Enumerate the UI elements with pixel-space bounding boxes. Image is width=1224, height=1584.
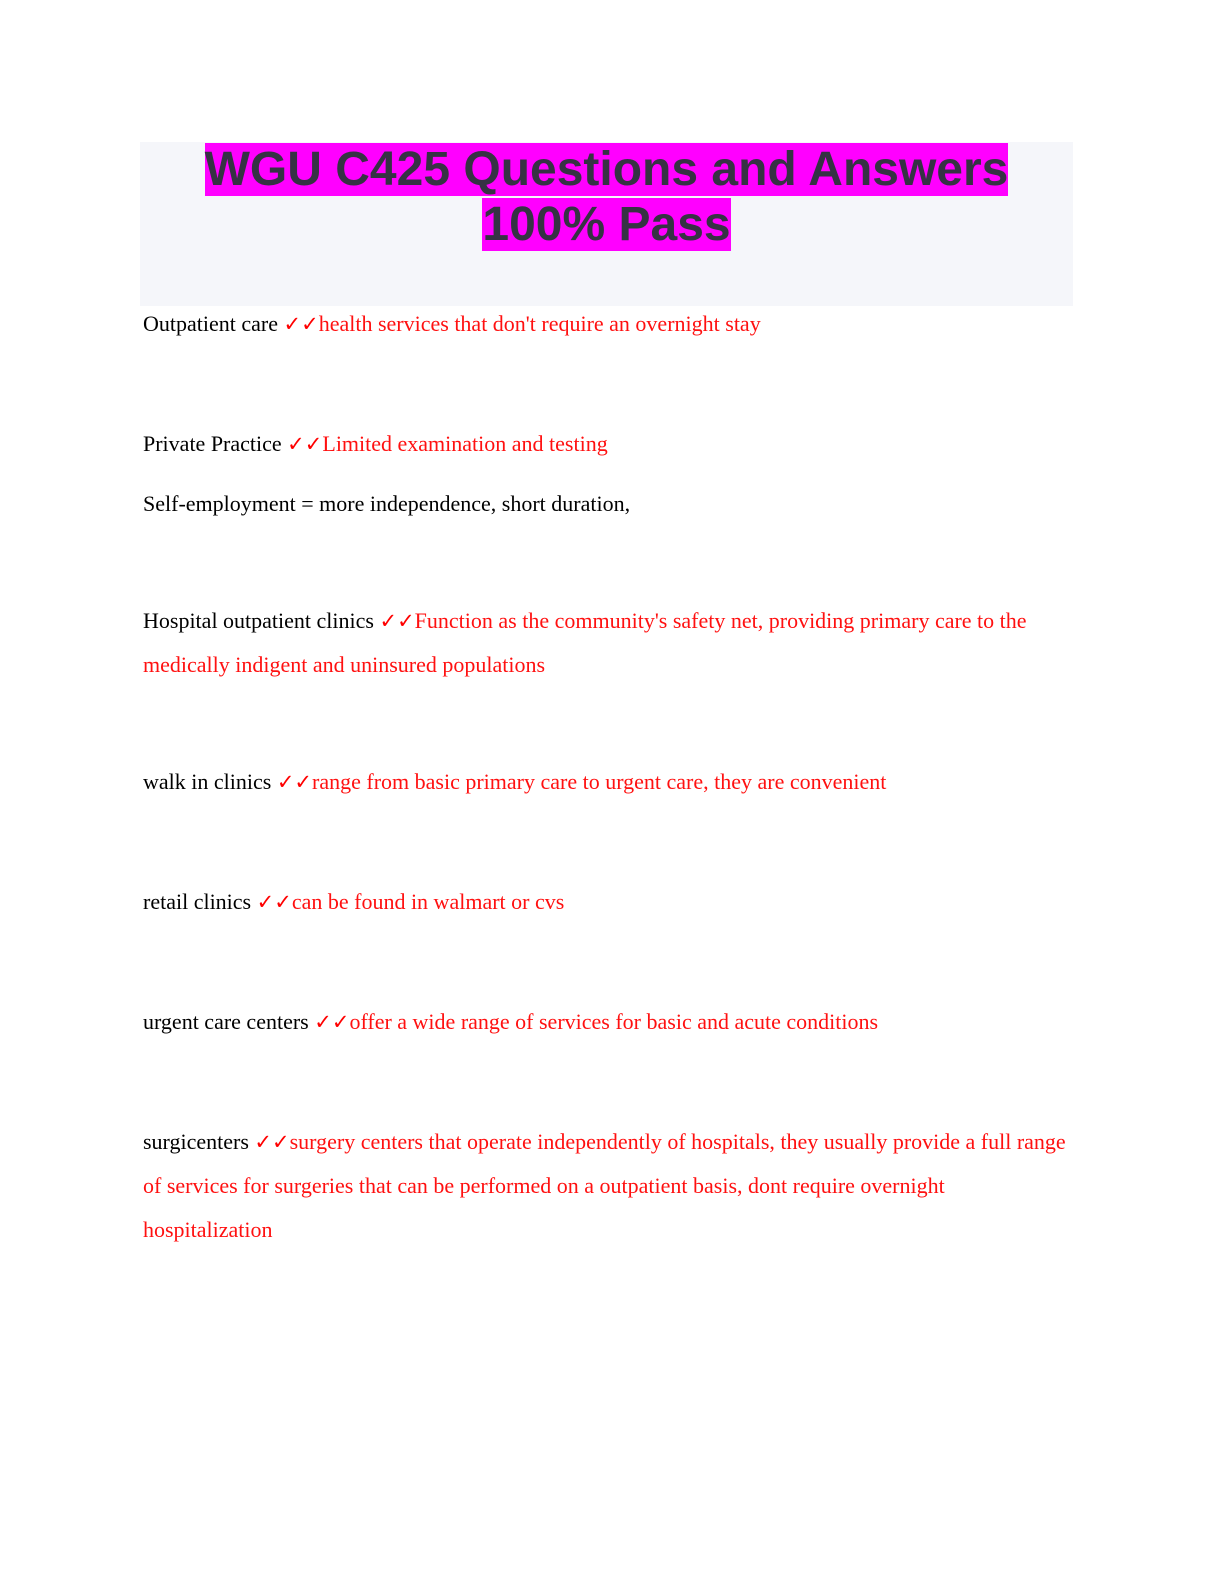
double-check-icon: ✓✓ [256, 890, 292, 914]
title-line-1: WGU C425 Questions and Answers [204, 143, 1009, 196]
entry-term: Private Practice [143, 431, 282, 456]
entry-answer: can be found in walmart or cvs [291, 889, 565, 914]
entry-term: urgent care centers [143, 1009, 309, 1034]
entry-answer: range from basic primary care to urgent … [312, 769, 887, 794]
title-line-2: 100% Pass [482, 198, 731, 251]
entry-note: Self-employment = more independence, sho… [143, 491, 631, 516]
qa-entry-private-practice: Private Practice ✓✓Limited examination a… [143, 422, 1073, 466]
entry-answer: offer a wide range of services for basic… [349, 1009, 879, 1034]
qa-entry-urgent-care-centers: urgent care centers ✓✓offer a wide range… [143, 1000, 1073, 1044]
entry-term: Outpatient care [143, 311, 278, 336]
entry-answer: Limited examination and testing [322, 431, 608, 456]
entry-term: Hospital outpatient clinics [143, 608, 374, 633]
entry-term: surgicenters [143, 1129, 249, 1154]
double-check-icon: ✓✓ [314, 1010, 350, 1034]
note-self-employment: Self-employment = more independence, sho… [143, 482, 1073, 526]
entry-answer: surgery centers that operate independent… [143, 1129, 1066, 1242]
qa-entry-walk-in-clinics: walk in clinics ✓✓range from basic prima… [143, 760, 1073, 804]
double-check-icon: ✓✓ [379, 609, 415, 633]
document-title: WGU C425 Questions and Answers 100% Pass [140, 142, 1073, 252]
entry-answer: Function as the community's safety net, … [143, 608, 1027, 677]
entry-answer: health services that don't require an ov… [318, 311, 761, 336]
double-check-icon: ✓✓ [287, 432, 323, 456]
double-check-icon: ✓✓ [254, 1130, 290, 1154]
entry-term: retail clinics [143, 889, 252, 914]
qa-entry-hospital-outpatient-clinics: Hospital outpatient clinics ✓✓Function a… [143, 599, 1073, 687]
qa-entry-retail-clinics: retail clinics ✓✓can be found in walmart… [143, 880, 1073, 924]
double-check-icon: ✓✓ [283, 312, 319, 336]
double-check-icon: ✓✓ [276, 770, 313, 794]
qa-entry-surgicenters: surgicenters ✓✓surgery centers that oper… [143, 1120, 1073, 1252]
qa-entry-outpatient-care: Outpatient care ✓✓health services that d… [143, 302, 1073, 346]
entry-term: walk in clinics [143, 769, 272, 794]
